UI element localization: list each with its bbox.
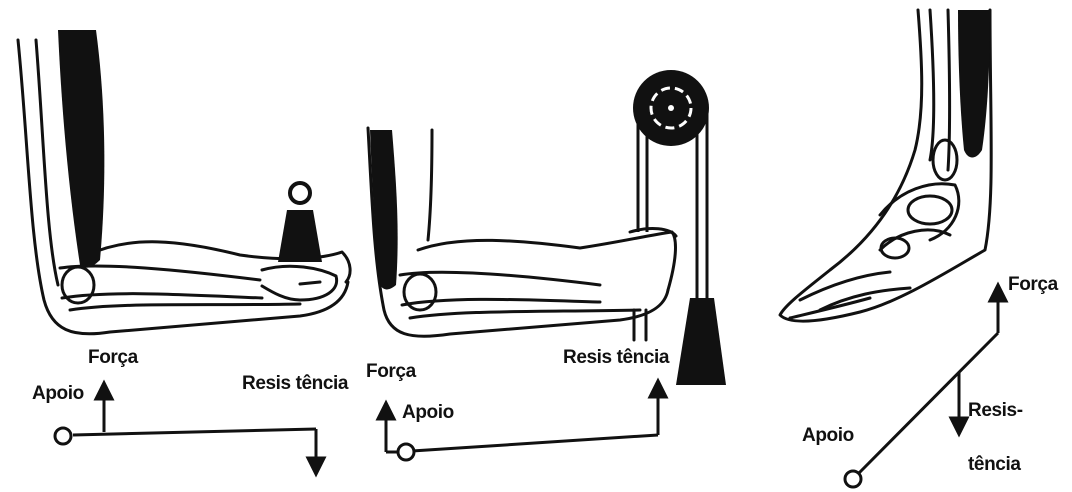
panel-2: Força Apoio Resis tência <box>366 70 726 460</box>
fulcrum-point-1 <box>55 428 71 444</box>
label-resistencia-1: Resis tência <box>242 373 349 394</box>
arm-illustration-2 <box>368 128 676 340</box>
label-apoio-2: Apoio <box>402 402 454 423</box>
label-resistencia-3a: Resis- <box>968 400 1023 421</box>
weight-icon <box>278 183 322 262</box>
label-resistencia-3b: tência <box>968 454 1021 475</box>
label-apoio-1: Apoio <box>32 383 84 404</box>
biceps-muscle-1 <box>58 30 104 268</box>
panel-1: Força Apoio Resis tência <box>18 30 350 467</box>
label-forca-1: Força <box>88 347 139 368</box>
biceps-muscle-2 <box>370 130 398 289</box>
lever-scheme-2 <box>386 388 658 460</box>
fulcrum-point-3 <box>845 471 861 487</box>
fulcrum-point-2 <box>398 444 414 460</box>
calf-muscle <box>958 10 990 158</box>
label-resistencia-2: Resis tência <box>563 347 670 368</box>
lever-scheme-1 <box>55 390 316 467</box>
label-forca-2: Força <box>366 361 417 382</box>
panel-3: Força Apoio Resis- tência <box>780 10 1059 487</box>
label-apoio-3: Apoio <box>802 425 854 446</box>
label-forca-3: Força <box>1008 274 1059 295</box>
